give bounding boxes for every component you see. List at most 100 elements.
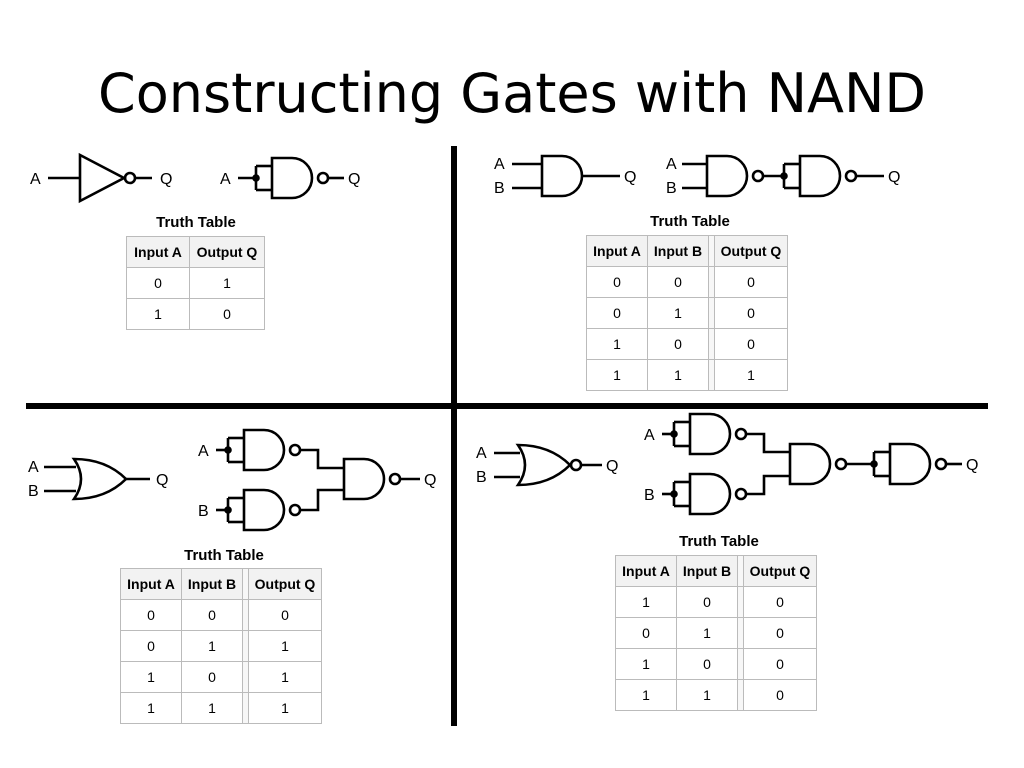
table-row: 1 0	[126, 298, 265, 330]
cell: 0	[743, 586, 817, 618]
cell: 0	[126, 267, 190, 299]
cell: 0	[647, 266, 709, 298]
table-row: 0 1	[126, 267, 265, 299]
label-nand-or-output-q: Q	[424, 472, 436, 489]
label-nand-or-input-a: A	[198, 443, 209, 460]
label-nor-input-a: A	[476, 445, 487, 462]
nand-not-equivalent	[238, 156, 344, 200]
cell: 0	[120, 630, 182, 662]
header-input-a: Input A	[120, 568, 182, 600]
nor-gate-symbol	[494, 443, 602, 487]
cell: 1	[248, 692, 322, 724]
cell: 1	[181, 692, 243, 724]
slide-title: Constructing Gates with NAND	[98, 62, 926, 125]
cell: 1	[615, 679, 677, 711]
cell: 0	[714, 266, 788, 298]
cell: 0	[676, 586, 738, 618]
cell: 0	[586, 266, 648, 298]
header-input-b: Input B	[676, 555, 738, 587]
label-nor-input-b: B	[476, 469, 487, 486]
label-or-input-a: A	[28, 459, 39, 476]
cell: 0	[743, 679, 817, 711]
cell: 1	[676, 679, 738, 711]
cell: 1	[586, 328, 648, 360]
cell: 1	[676, 617, 738, 649]
header-output-q: Output Q	[743, 555, 817, 587]
label-and-input-a: A	[494, 156, 505, 173]
nand-and-equivalent	[682, 154, 884, 198]
label-nand-and-input-b: B	[666, 180, 677, 197]
cell: 0	[248, 599, 322, 631]
cell: 0	[647, 328, 709, 360]
cell: 0	[120, 599, 182, 631]
cell: 1	[714, 359, 788, 391]
cell: 1	[120, 661, 182, 693]
label-nand-nor-input-a: A	[644, 427, 655, 444]
label-nand-and-input-a: A	[666, 156, 677, 173]
label-not-output-q: Q	[160, 171, 172, 188]
truth-table-caption-or: Truth Table	[184, 547, 264, 564]
or-gate-symbol	[44, 457, 150, 501]
label-nand-nor-output-q: Q	[966, 457, 978, 474]
cell: 1	[586, 359, 648, 391]
truth-table-not: Input A Output Q 0 1 1 0	[126, 236, 265, 330]
cell: 0	[615, 617, 677, 649]
cell: 1	[181, 630, 243, 662]
nand-or-equivalent	[216, 428, 420, 532]
label-nand-nor-input-b: B	[644, 487, 655, 504]
header-input-b: Input B	[647, 235, 709, 267]
header-output-q: Output Q	[714, 235, 788, 267]
nand-nor-equivalent	[662, 412, 962, 516]
and-gate-symbol	[512, 154, 620, 198]
not-gate-symbol	[48, 152, 152, 204]
label-and-output-q: Q	[624, 169, 636, 186]
header-input-a: Input A	[126, 236, 190, 268]
truth-table-caption-not: Truth Table	[156, 214, 236, 231]
label-nand-not-input-a: A	[220, 171, 231, 188]
cell: 0	[714, 328, 788, 360]
truth-table-caption-and: Truth Table	[650, 213, 730, 230]
cell: 0	[714, 297, 788, 329]
cell: 0	[181, 599, 243, 631]
cell: 1	[615, 648, 677, 680]
label-nand-not-output-q: Q	[348, 171, 360, 188]
cell: 1	[189, 267, 265, 299]
cell: 1	[248, 661, 322, 693]
label-and-input-b: B	[494, 180, 505, 197]
label-nand-or-input-b: B	[198, 503, 209, 520]
cell: 1	[647, 359, 709, 391]
label-nand-and-output-q: Q	[888, 169, 900, 186]
cell: 1	[647, 297, 709, 329]
label-nor-output-q: Q	[606, 458, 618, 475]
label-or-input-b: B	[28, 483, 39, 500]
cell: 0	[189, 298, 265, 330]
cell: 1	[615, 586, 677, 618]
label-not-input-a: A	[30, 171, 41, 188]
cell: 0	[676, 648, 738, 680]
header-output-q: Output Q	[248, 568, 322, 600]
header-output-q: Output Q	[189, 236, 265, 268]
truth-table-caption-nor: Truth Table	[679, 533, 759, 550]
cell: 0	[181, 661, 243, 693]
cell: 1	[248, 630, 322, 662]
header-input-a: Input A	[615, 555, 677, 587]
header-input-b: Input B	[181, 568, 243, 600]
header-input-a: Input A	[586, 235, 648, 267]
cell: 0	[743, 648, 817, 680]
